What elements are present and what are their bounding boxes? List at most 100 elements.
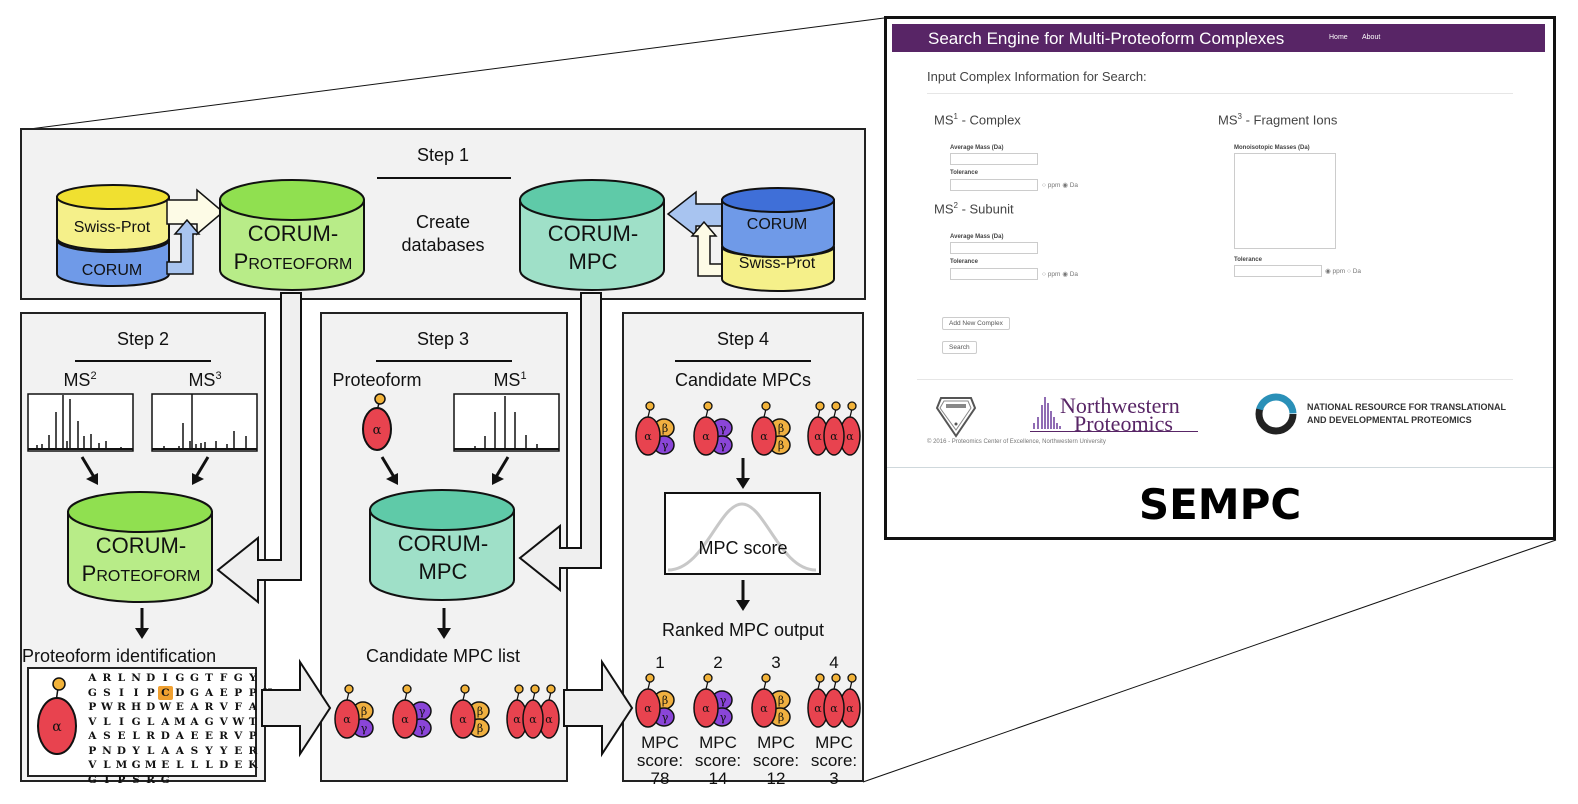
ms1-unit-radio[interactable]: ○ ppm ◉ Da	[1042, 182, 1078, 189]
ntdp-logo-line2: AND DEVELOPMENTAL PROTEOMICS	[1307, 415, 1472, 425]
score-value: 78	[650, 769, 670, 788]
svg-text:β: β	[778, 711, 784, 724]
residue: I	[104, 773, 110, 786]
ms2-tolerance-label: Tolerance	[950, 259, 978, 265]
alpha-subunit	[334, 699, 360, 739]
add-new-complex-button[interactable]: Add New Complex	[942, 317, 1010, 330]
corum-mpc-db-step3	[369, 489, 515, 601]
alpha-subunit	[635, 688, 661, 728]
rank-number: 2	[713, 653, 723, 672]
svg-text:α: α	[459, 713, 467, 726]
residue: Y	[132, 744, 140, 757]
residue: A	[190, 701, 199, 713]
corum-label-left: CORUM	[81, 262, 143, 279]
ms1-tolerance-label: Tolerance	[950, 170, 978, 176]
residue: A	[88, 730, 97, 742]
score-prefix: score:	[636, 751, 684, 770]
svg-text:γ: γ	[720, 711, 727, 724]
ms3-unit-radio[interactable]: ◉ ppm ○ Da	[1325, 268, 1361, 275]
ms1-spectrum	[453, 393, 560, 452]
ms1-tolerance-input[interactable]	[950, 179, 1038, 191]
ptm-icon	[847, 673, 857, 683]
ranked-mpc-output-label: Ranked MPC output	[661, 620, 825, 640]
corum-proteoform-db-step2	[67, 491, 213, 603]
residue: K	[248, 759, 258, 771]
residue: D	[116, 744, 127, 757]
residue: Y	[249, 672, 257, 684]
residue: W	[100, 701, 113, 713]
ms2-spectrum	[27, 393, 134, 452]
svg-text:α: α	[52, 719, 62, 735]
ms3-label: MS3	[188, 370, 222, 390]
residue: T	[205, 672, 213, 684]
corum-mpc-db-step1	[519, 179, 665, 291]
svg-text:β: β	[361, 705, 367, 718]
alpha-subunit	[823, 688, 845, 728]
residue: A	[190, 715, 199, 728]
residue: R	[248, 744, 258, 757]
web-header-bar: Search Engine for Multi-Proteoform Compl…	[892, 24, 1545, 52]
sempc-web-screenshot: Search Engine for Multi-Proteoform Compl…	[884, 16, 1556, 540]
residue: R	[117, 701, 126, 713]
score-label: MPC	[757, 733, 795, 752]
residue: S	[190, 744, 199, 757]
svg-text:β: β	[477, 722, 483, 735]
ptm-icon	[514, 684, 524, 694]
ms2-tolerance-input[interactable]	[950, 268, 1038, 280]
svg-text:β: β	[477, 705, 483, 718]
ms3-tolerance-input[interactable]	[1234, 265, 1322, 277]
ms2-average-mass-input[interactable]	[950, 242, 1038, 254]
alpha-subunit	[693, 688, 719, 728]
residue: V	[88, 715, 97, 728]
ms2-unit-radio[interactable]: ○ ppm ◉ Da	[1042, 271, 1078, 278]
score-label: MPC	[641, 733, 679, 752]
residue: D	[160, 730, 170, 742]
nav-about-link[interactable]: About	[1362, 34, 1381, 41]
ptm-icon	[703, 401, 713, 411]
residue: G	[131, 759, 141, 771]
residue: A	[175, 744, 184, 757]
db-label-line1: CORUM-	[247, 221, 339, 246]
residue: P	[117, 773, 126, 786]
nav-home-link[interactable]: Home	[1329, 34, 1348, 41]
svg-text:α: α	[529, 713, 537, 726]
ptm-icon	[645, 673, 655, 683]
ptm-icon	[460, 684, 470, 694]
web-app-title[interactable]: Search Engine for Multi-Proteoform Compl…	[928, 29, 1285, 48]
residue: P	[88, 701, 97, 713]
svg-text:α: α	[760, 430, 768, 443]
score-prefix: score:	[752, 751, 800, 770]
residue: G	[87, 686, 97, 699]
residue: P	[248, 686, 257, 699]
step1-caption-line2: databases	[401, 235, 485, 255]
step3-proteoform-label: Proteoform	[332, 370, 422, 390]
ptm-icon	[645, 401, 655, 411]
svg-text:α: α	[702, 702, 710, 715]
step2-title: Step 2	[116, 329, 170, 349]
ms3-mass-label: Monoisotopic Masses (Da)	[1234, 145, 1310, 151]
rank-number: 1	[655, 653, 665, 672]
search-button[interactable]: Search	[942, 341, 977, 354]
ms1-label: MS1	[493, 370, 527, 390]
step2-converge-arrows	[80, 456, 210, 485]
svg-text:β: β	[662, 694, 668, 707]
residue: G	[160, 773, 170, 786]
web-footer-copyright: © 2016 - Proteomics Center of Excellence…	[927, 439, 1106, 445]
mpc-complex-icon: βγα	[334, 684, 374, 739]
svg-text:α: α	[760, 702, 768, 715]
ms1-average-mass-input[interactable]	[950, 153, 1038, 165]
residue: W	[232, 715, 245, 728]
score-value: 12	[766, 769, 786, 788]
residue: E	[219, 686, 228, 699]
alpha-subunit	[392, 699, 418, 739]
step2-down-arrow	[135, 608, 149, 639]
source-stack-right	[721, 187, 835, 292]
score-prefix: score:	[694, 751, 742, 770]
ms3-monoisotopic-masses-textarea[interactable]	[1234, 153, 1336, 249]
residue: S	[132, 773, 140, 786]
step4-title: Step 4	[716, 329, 770, 349]
residue: E	[117, 730, 126, 742]
